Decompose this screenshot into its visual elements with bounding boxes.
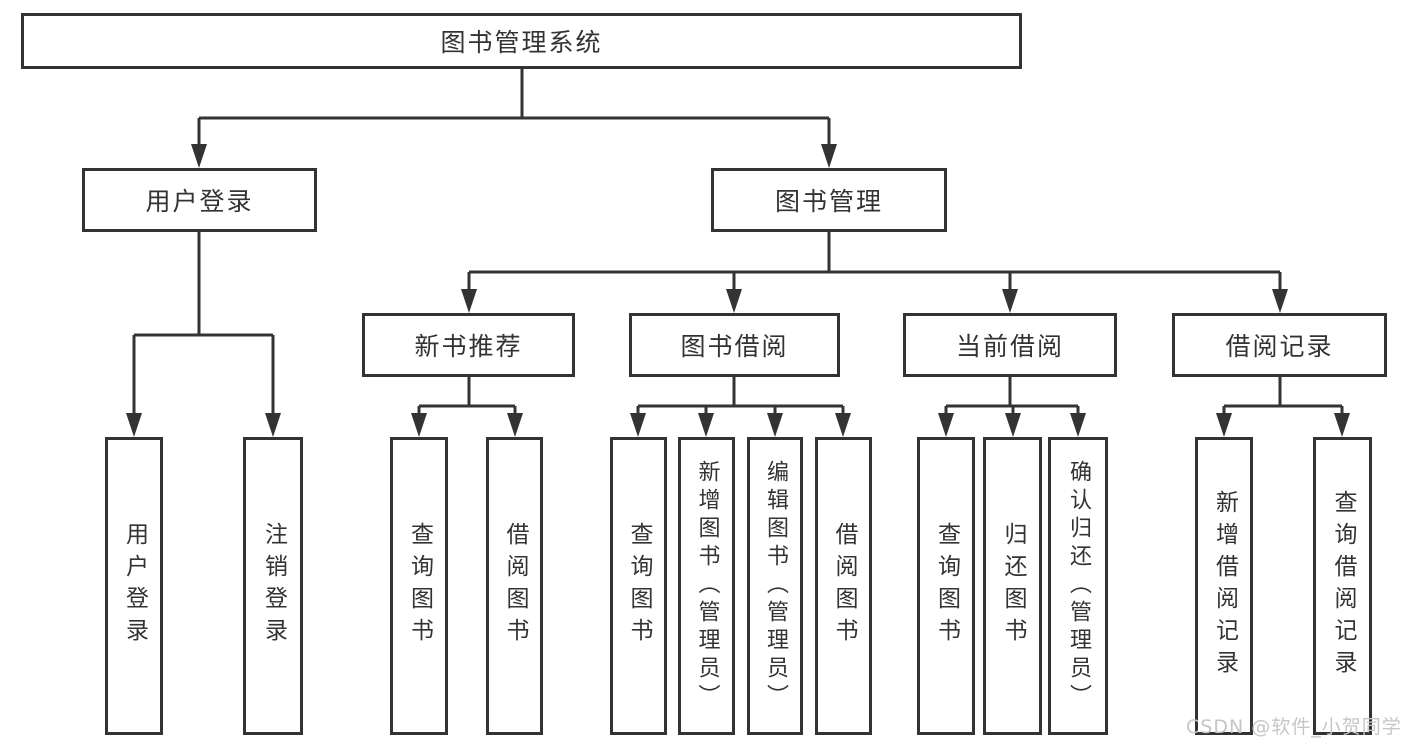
node-borrow-records: 借阅记录 bbox=[1172, 313, 1387, 377]
node-leaf-add-books: 新增图书（管理员） bbox=[678, 437, 735, 735]
node-label: 借阅图书 bbox=[502, 522, 528, 650]
arrow-head-icon bbox=[1070, 413, 1086, 437]
node-label: 查询图书 bbox=[406, 522, 433, 650]
node-label: 借阅记录 bbox=[1225, 332, 1334, 361]
node-label: 查询图书 bbox=[933, 522, 960, 650]
node-leaf-query-books-1: 查询图书 bbox=[390, 437, 448, 735]
arrow-head-icon bbox=[507, 413, 523, 437]
node-book-management: 图书管理 bbox=[711, 168, 947, 232]
node-leaf-query-books-2: 查询图书 bbox=[610, 437, 667, 735]
arrow-head-icon bbox=[126, 413, 142, 437]
node-label: 查询借阅记录 bbox=[1330, 490, 1356, 682]
node-leaf-edit-books: 编辑图书（管理员） bbox=[747, 437, 803, 735]
arrow-head-icon bbox=[1002, 289, 1018, 313]
arrow-head-icon bbox=[1334, 413, 1350, 437]
node-leaf-borrow-books-2: 借阅图书 bbox=[815, 437, 872, 735]
node-label: 图书借阅 bbox=[680, 332, 789, 361]
node-label: 当前借阅 bbox=[955, 332, 1064, 361]
arrow-head-icon bbox=[1216, 413, 1232, 437]
node-label: 注销登录 bbox=[260, 522, 287, 650]
node-book-borrow: 图书借阅 bbox=[629, 313, 840, 377]
node-label: 确认归还（管理员） bbox=[1066, 460, 1091, 712]
arrow-head-icon bbox=[821, 144, 837, 168]
node-label: 新书推荐 bbox=[414, 332, 523, 361]
node-label: 用户登录 bbox=[121, 522, 148, 650]
node-label: 查询图书 bbox=[626, 522, 652, 650]
node-leaf-confirm-return: 确认归还（管理员） bbox=[1048, 437, 1108, 735]
arrow-head-icon bbox=[191, 144, 207, 168]
node-label: 用户登录 bbox=[145, 187, 254, 216]
node-user-login: 用户登录 bbox=[82, 168, 317, 232]
node-label: 新增借阅记录 bbox=[1211, 490, 1238, 682]
arrow-head-icon bbox=[265, 413, 281, 437]
node-leaf-user-login: 用户登录 bbox=[105, 437, 163, 735]
arrow-head-icon bbox=[698, 413, 714, 437]
node-leaf-borrow-books-1: 借阅图书 bbox=[486, 437, 543, 735]
node-label: 图书管理 bbox=[774, 187, 883, 216]
node-label: 归还图书 bbox=[1000, 522, 1026, 650]
node-label: 图书管理系统 bbox=[440, 28, 603, 57]
arrow-head-icon bbox=[461, 289, 477, 313]
arrow-head-icon bbox=[630, 413, 646, 437]
arrow-head-icon bbox=[411, 413, 427, 437]
node-label: 借阅图书 bbox=[831, 522, 857, 650]
node-new-book-recommend: 新书推荐 bbox=[362, 313, 575, 377]
node-leaf-query-books-3: 查询图书 bbox=[917, 437, 975, 735]
arrow-head-icon bbox=[835, 413, 851, 437]
arrow-head-icon bbox=[1272, 289, 1288, 313]
arrow-head-icon bbox=[1005, 413, 1021, 437]
arrow-head-icon bbox=[938, 413, 954, 437]
node-leaf-add-borrow-record: 新增借阅记录 bbox=[1195, 437, 1253, 735]
node-leaf-logout: 注销登录 bbox=[243, 437, 303, 735]
node-leaf-query-borrow-record: 查询借阅记录 bbox=[1313, 437, 1372, 735]
node-label: 编辑图书（管理员） bbox=[763, 460, 788, 712]
csdn-watermark: CSDN @软件_小贺同学 bbox=[1186, 716, 1402, 738]
arrow-head-icon bbox=[767, 413, 783, 437]
node-current-borrow: 当前借阅 bbox=[903, 313, 1117, 377]
node-leaf-return-books: 归还图书 bbox=[983, 437, 1042, 735]
arrow-head-icon bbox=[726, 289, 742, 313]
node-root: 图书管理系统 bbox=[21, 13, 1022, 69]
node-label: 新增图书（管理员） bbox=[694, 460, 720, 712]
